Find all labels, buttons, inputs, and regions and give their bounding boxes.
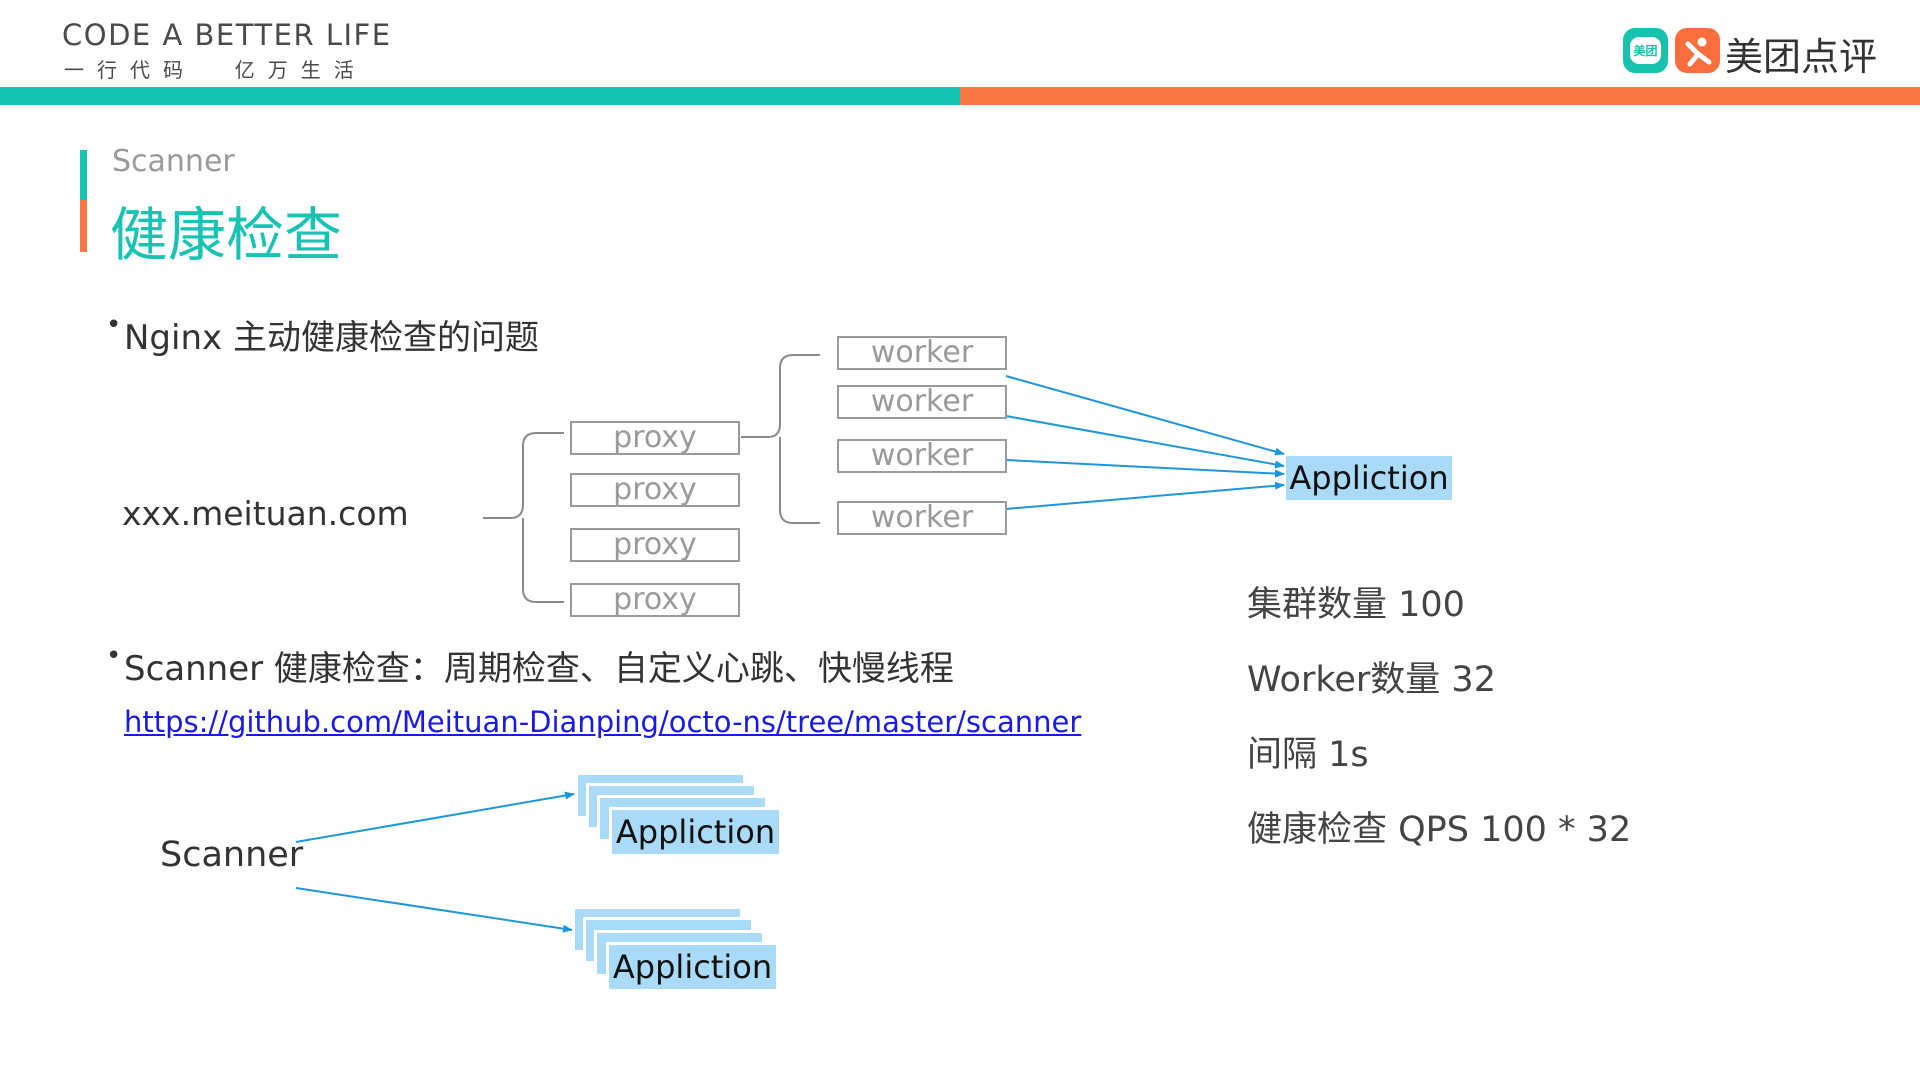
brand-name: 美团点评: [1725, 35, 1878, 79]
proxy-to-worker-bracket: [741, 354, 820, 438]
app-stack-2-front: Appliction: [606, 942, 776, 989]
worker-box-4: worker: [837, 501, 1007, 535]
header-bar-orange: [960, 87, 1920, 105]
proxy-box-4: proxy: [570, 583, 740, 617]
domain-label: xxx.meituan.com: [122, 494, 409, 533]
worker1-arrow: [1005, 375, 1285, 456]
scanner-arrow-top: [295, 791, 575, 843]
header-bar-teal: [0, 87, 960, 105]
stat-health-check-qps: 健康检查 QPS 100 * 32: [1247, 810, 1632, 850]
worker-box-3: worker: [837, 439, 1007, 473]
worker-box-2: worker: [837, 385, 1007, 419]
worker2-arrow: [1005, 415, 1285, 469]
app-stack-1-front: Appliction: [609, 807, 779, 854]
worker4-arrow: [1005, 481, 1285, 510]
scanner-repo-link[interactable]: https://github.com/Meituan-Dianping/octo…: [124, 705, 1082, 739]
meituan-logo-badge: 美团: [1630, 37, 1661, 64]
worker-box-1: worker: [837, 336, 1007, 370]
slogan-chinese: 一行代码 亿万生活: [64, 58, 367, 82]
section-subtitle: Scanner: [112, 144, 235, 179]
page-title: 健康检查: [110, 201, 343, 269]
scanner-label: Scanner: [160, 835, 304, 875]
bullet-scanner: Scanner 健康检查：周期检查、自定义心跳、快慢线程: [106, 641, 954, 690]
slogan-english: CODE A BETTER LIFE: [62, 18, 392, 52]
dianping-logo-icon: [1675, 28, 1720, 73]
dianping-person-icon: [1685, 37, 1711, 66]
proxy-box-3: proxy: [570, 528, 740, 562]
meituan-logo-icon: 美团: [1623, 28, 1668, 73]
stat-worker-count: Worker数量 32: [1247, 660, 1496, 700]
stat-cluster-count: 集群数量 100: [1247, 585, 1465, 625]
title-accent-teal: [80, 150, 87, 200]
title-accent-orange: [80, 200, 87, 252]
scanner-arrow-bottom: [295, 887, 573, 933]
proxy-box-1: proxy: [570, 421, 740, 455]
proxy-box-2: proxy: [570, 473, 740, 507]
worker3-arrow: [1005, 459, 1285, 478]
stat-interval: 间隔 1s: [1247, 735, 1369, 775]
application-box: Appliction: [1286, 456, 1452, 500]
bullet-nginx: Nginx 主动健康检查的问题: [106, 310, 539, 359]
